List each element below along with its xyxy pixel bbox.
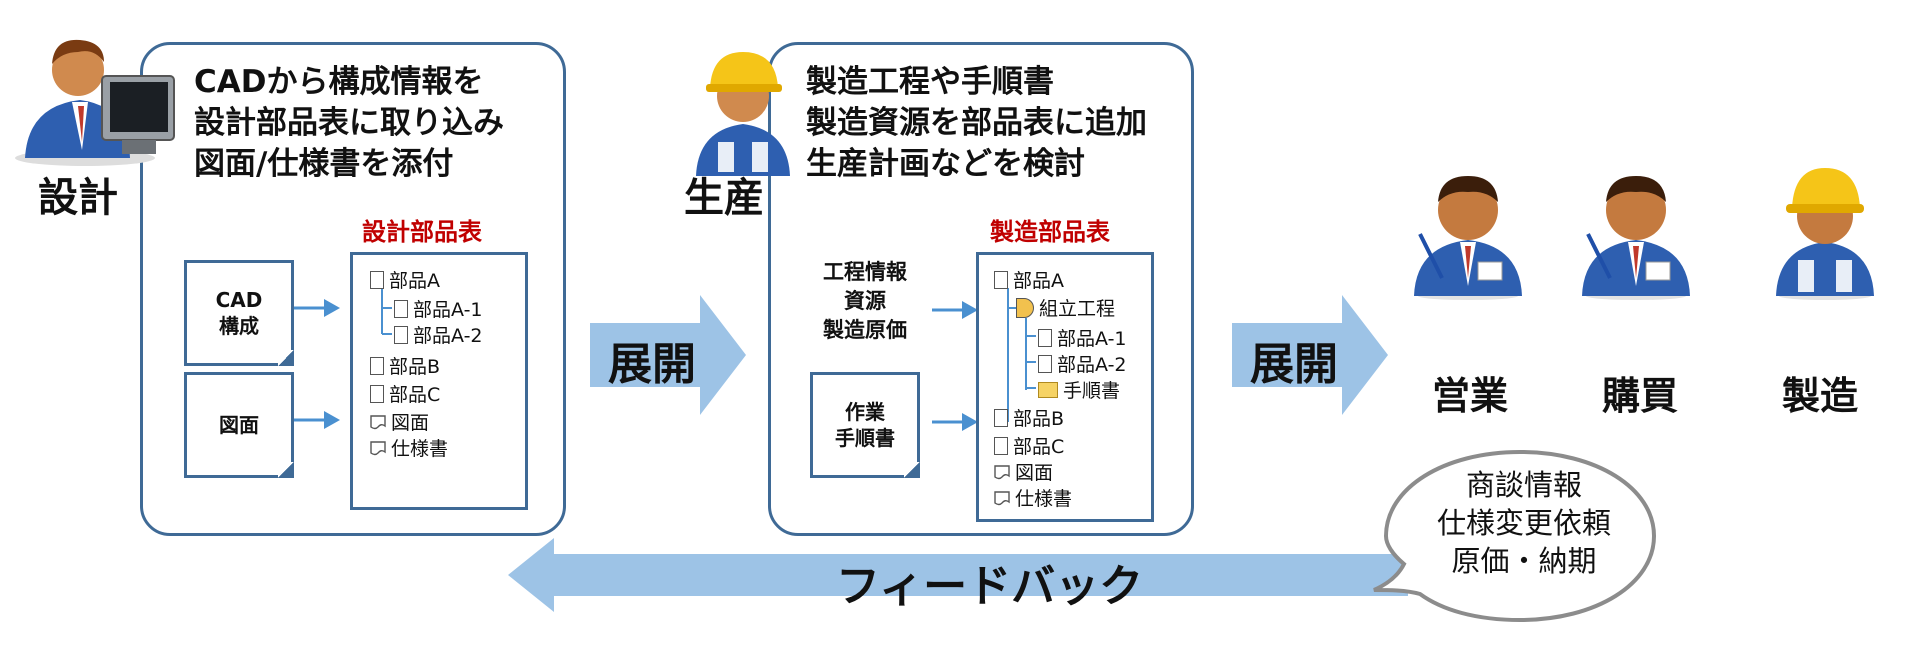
- design-tree-item: 部品B: [370, 352, 440, 379]
- feedback-bubble-text: 商談情報 仕様変更依頼 原価・納期: [1436, 468, 1611, 578]
- page-icon: [994, 408, 1008, 427]
- page-icon: [394, 325, 408, 344]
- purchasing-person-icon: [1582, 176, 1690, 300]
- page-icon: [370, 356, 384, 375]
- design-tree-item: 部品A: [370, 266, 440, 293]
- production-input-arrows: [932, 301, 978, 431]
- design-tree-item: 仕様書: [370, 434, 448, 461]
- production-tree-item: 部品A: [994, 266, 1064, 293]
- expand-label-1: 展開: [608, 339, 696, 390]
- production-tree-item: 部品C: [994, 432, 1064, 459]
- drawing-icon: [994, 464, 1010, 479]
- designer-avatar-icon: [15, 39, 175, 166]
- feedback-arrow: [508, 538, 1408, 612]
- dept-manufacturing-label: 製造: [1782, 374, 1859, 418]
- production-tree-item: 図面: [994, 458, 1053, 485]
- process-icon: [1016, 297, 1034, 318]
- design-bom-box: [350, 252, 528, 510]
- production-tree-item: 部品A-1: [1038, 324, 1127, 351]
- work-procedure-doc: 作業 手順書: [810, 372, 920, 478]
- expand-arrow-2: [1232, 295, 1388, 415]
- cad-structure-doc: CAD 構成: [184, 260, 294, 366]
- page-icon: [1038, 328, 1052, 347]
- process-info-label: 工程情報 資源 製造原価: [823, 260, 907, 342]
- production-tree-item: 仕様書: [994, 484, 1072, 511]
- page-icon: [994, 270, 1008, 289]
- worker-avatar-icon: [696, 52, 790, 176]
- production-tree-item: 組立工程: [1016, 294, 1115, 321]
- production-tree-lines: [1007, 288, 1036, 422]
- design-input-arrows: [294, 299, 340, 429]
- manufacturing-worker-icon: [1776, 168, 1874, 300]
- design-description: CADから構成情報を 設計部品表に取り込み 図面/仕様書を添付: [194, 64, 504, 182]
- dept-purchasing-label: 購買: [1602, 374, 1679, 418]
- dept-sales-label: 営業: [1432, 374, 1509, 418]
- production-role-label: 生産: [684, 175, 764, 221]
- drawing-icon: [370, 414, 386, 429]
- page-icon: [370, 270, 384, 289]
- design-tree-item: 部品A-2: [394, 321, 483, 348]
- production-tree-item: 部品A-2: [1038, 350, 1127, 377]
- production-bom-title: 製造部品表: [990, 218, 1110, 246]
- feedback-speech-bubble: [1373, 449, 1657, 623]
- drawing-icon: [370, 440, 386, 455]
- expand-label-2: 展開: [1250, 339, 1338, 390]
- page-icon: [1038, 354, 1052, 373]
- drawing-doc: 図面: [184, 372, 294, 478]
- expand-arrow-1: [590, 295, 746, 415]
- design-tree-item: 図面: [370, 408, 429, 435]
- production-tree-item: 部品B: [994, 404, 1064, 431]
- drawing-icon: [994, 490, 1010, 505]
- folder-icon: [1038, 381, 1058, 398]
- production-description: 製造工程や手順書 製造資源を部品表に追加 生産計画などを検討: [806, 64, 1147, 182]
- production-tree-item: 手順書: [1038, 376, 1120, 403]
- design-tree-item: 部品A-1: [394, 295, 483, 322]
- production-bom-box: [976, 252, 1154, 522]
- page-icon: [994, 436, 1008, 455]
- sales-person-icon: [1414, 176, 1522, 300]
- feedback-label: フィードバック: [836, 561, 1144, 612]
- design-bom-title: 設計部品表: [362, 218, 482, 246]
- design-tree-lines: [381, 288, 392, 335]
- design-tree-item: 部品C: [370, 380, 440, 407]
- page-icon: [370, 384, 384, 403]
- page-icon: [394, 299, 408, 318]
- design-role-label: 設計: [38, 175, 118, 221]
